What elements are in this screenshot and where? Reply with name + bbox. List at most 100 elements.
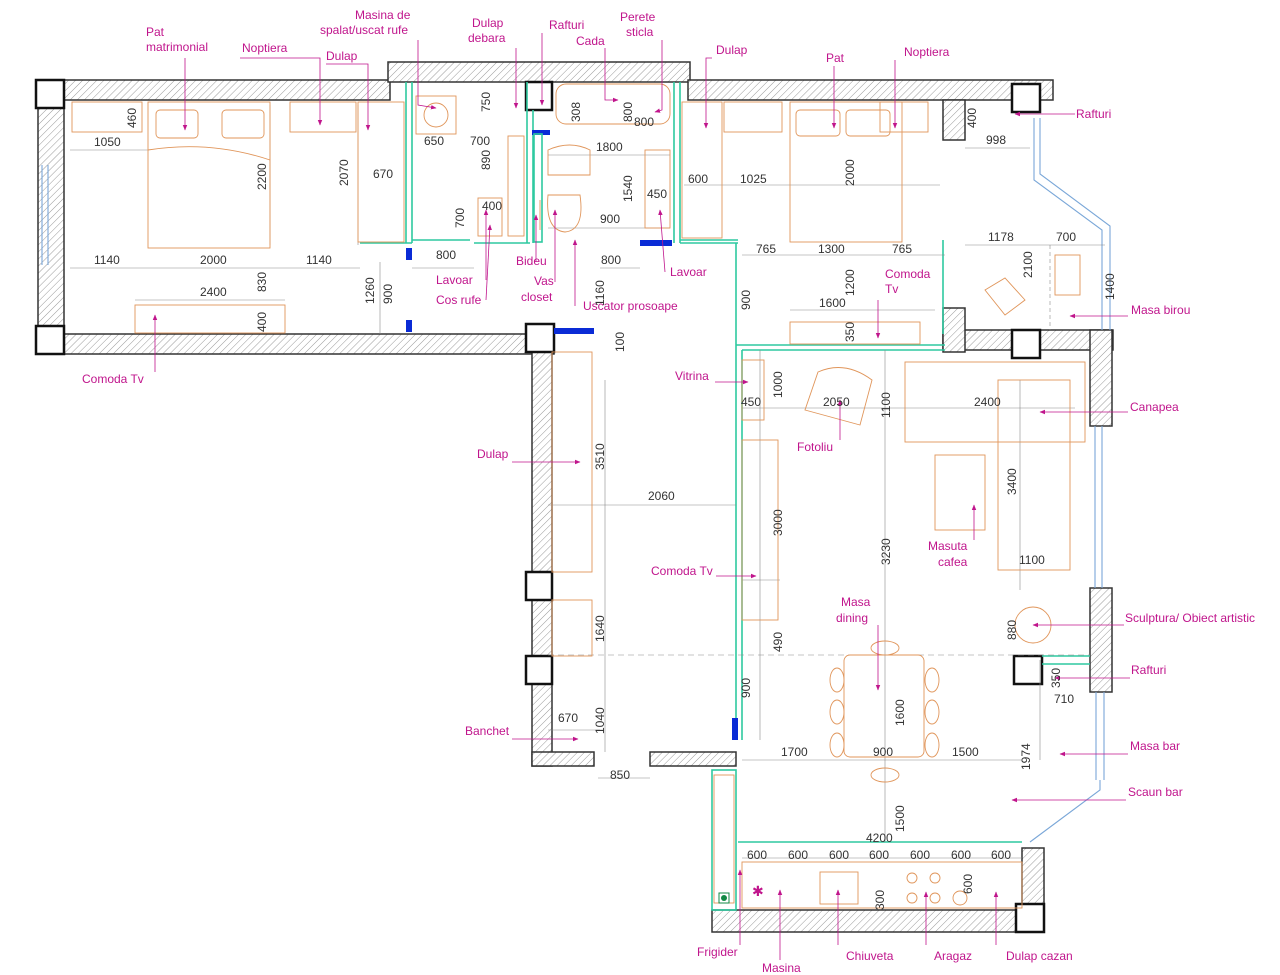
label-comoda-tv-right-l2: Tv [885,282,898,296]
dim-1100-b: 1100 [1019,553,1045,567]
dim-450-b: 450 [741,395,761,409]
dim-2060: 2060 [648,489,675,503]
dim-1500-a: 1500 [952,745,979,759]
label-pat-matrimonial-l2: matrimonial [146,40,208,54]
label-dulap-debara-l1: Dulap [472,16,504,30]
label-noptiera-left: Noptiera [242,41,288,55]
label-masa-dining-l2: dining [836,611,868,625]
label-sculptura: Sculptura/ Obiect artistic [1125,611,1255,625]
dim-1700: 1700 [781,745,808,759]
label-dulap-left: Dulap [326,49,358,63]
dim-1178: 1178 [988,230,1014,244]
label-rafturi-living: Rafturi [1131,663,1166,677]
dim-k600-6: 600 [951,848,971,862]
dim-460: 460 [125,108,139,128]
label-frigider: Frigider [697,945,738,959]
dimension-texts: 1050 1140 2000 1140 2400 670 650 700 400… [94,115,1076,862]
dim-998: 998 [986,133,1006,147]
dim-1040: 1040 [593,707,607,734]
label-masina-spalat-l2: spalat/uscat rufe [320,23,408,37]
dim-100: 100 [613,332,627,352]
label-bideu: Bideu [516,254,547,268]
dim-800-c: 800 [634,115,654,129]
interior-partitions [360,82,1090,911]
label-masuta-cafea-l1: Masuta [928,539,968,553]
dim-900-d: 900 [739,678,753,698]
dim-700-b: 700 [453,208,467,228]
label-comoda-tv-left: Comoda Tv [82,372,144,386]
dim-1600-b: 1600 [893,699,907,726]
dim-1050: 1050 [94,135,121,149]
dim-k600-4: 600 [869,848,889,862]
label-masa-bar: Masa bar [1130,739,1180,753]
dim-670-a: 670 [373,167,393,181]
label-masa-birou: Masa birou [1131,303,1190,317]
leader-lines [152,33,1130,960]
label-lavoar-right: Lavoar [670,265,707,279]
dim-k600-5: 600 [910,848,930,862]
dim-400-b: 400 [482,199,502,213]
dim-k600-3: 600 [829,848,849,862]
dim-1540: 1540 [621,175,635,202]
door-markers [406,130,738,740]
dim-4200: 4200 [866,831,893,845]
dim-2000-a: 2000 [200,253,227,267]
dim-350-b: 350 [1049,668,1063,688]
label-aragaz: Aragaz [934,949,972,963]
dim-3400: 3400 [1005,468,1019,495]
label-vas-closet-l1: Vas [534,274,554,288]
dim-300: 300 [873,890,887,910]
label-vas-closet-l2: closet [521,290,553,304]
dim-900-b: 900 [600,212,620,226]
label-pat-matrimonial-l1: Pat [146,25,165,39]
exterior-walls [37,61,1114,933]
label-rafturi-right: Rafturi [1076,107,1111,121]
label-lavoar-left: Lavoar [436,273,473,287]
dim-k600-2: 600 [788,848,808,862]
dim-2200: 2200 [255,163,269,190]
windows [41,118,1111,843]
label-cos-rufe: Cos rufe [436,293,482,307]
dim-650: 650 [424,134,444,148]
dim-900-e: 900 [873,745,893,759]
label-rafturi-top: Rafturi [549,18,584,32]
asterisk-icon: ✱ [752,884,764,900]
dim-710: 710 [1054,692,1074,706]
dim-600-a: 600 [688,172,708,186]
dim-3230: 3230 [879,538,893,565]
dim-490: 490 [771,632,785,652]
dim-800-a: 800 [436,248,456,262]
label-dulap-hall: Dulap [477,447,509,461]
label-perete-sticla-l1: Perete [620,10,656,24]
label-dulap-right: Dulap [716,43,748,57]
label-vitrina: Vitrina [675,369,709,383]
dim-2100: 2100 [1021,251,1035,278]
dim-3510: 3510 [593,443,607,470]
dim-400-a: 400 [255,312,269,332]
kitchen-symbols: ✱ [718,884,764,904]
dim-k600-1: 600 [747,848,767,862]
dim-670-b: 670 [558,711,578,725]
dim-1200: 1200 [843,269,857,296]
dim-1640: 1640 [593,615,607,642]
dim-1000: 1000 [771,371,785,398]
dim-450-a: 450 [647,187,667,201]
label-masina-spalat-l1: Masina de [355,8,411,22]
dim-600-v: 600 [961,874,975,894]
dim-1300: 1300 [818,242,845,256]
dim-1400: 1400 [1103,273,1117,300]
label-uscator-prosoape: Uscator prosoape [583,299,678,313]
dim-400-c: 400 [965,108,979,128]
dim-k600-7: 600 [991,848,1011,862]
label-cada: Cada [576,34,605,48]
dim-800-d: 800 [601,253,621,267]
dim-2400-a: 2400 [200,285,227,299]
dim-1800: 1800 [596,140,623,154]
structural-columns [34,78,1046,934]
dim-2070: 2070 [337,159,351,186]
